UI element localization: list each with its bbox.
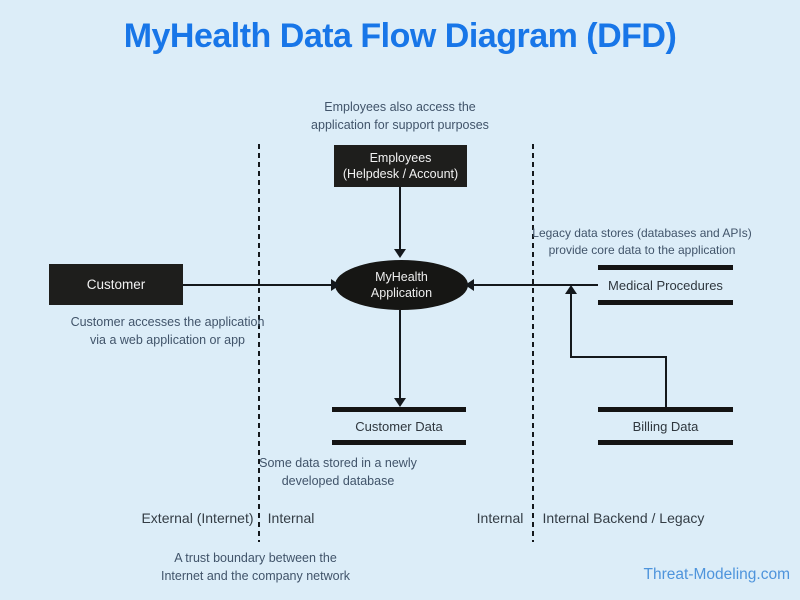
- edge-billing-vertical-line: [570, 293, 572, 358]
- edge-medical-to-app-arrowhead: [465, 279, 474, 291]
- edge-customer-to-app-arrowhead: [331, 279, 340, 291]
- brand-watermark: Threat-Modeling.com: [643, 566, 790, 583]
- edge-billing-stem-line: [665, 356, 667, 407]
- billing-data-datastore: Billing Data: [598, 407, 733, 445]
- edge-billing-arrowhead: [565, 285, 577, 294]
- legacy-annotation: Legacy data stores (databases and APIs) …: [532, 226, 752, 258]
- medical-procedures-datastore: Medical Procedures: [598, 265, 733, 305]
- edge-customer-to-app-line: [183, 284, 332, 286]
- employees-entity: Employees (Helpdesk / Account): [334, 145, 467, 187]
- myhealth-application-process: MyHealth Application: [335, 260, 468, 310]
- page-title: MyHealth Data Flow Diagram (DFD): [123, 17, 677, 55]
- storage-annotation: Some data stored in a newly developed da…: [259, 456, 417, 488]
- edge-employees-to-app-line: [399, 187, 401, 250]
- edge-app-to-customerdata-line: [399, 310, 401, 399]
- trust-boundary-line-left: [258, 144, 260, 542]
- edge-medical-to-app-line: [474, 284, 598, 286]
- customer-annotation: Customer accesses the application via a …: [70, 315, 265, 347]
- trust-boundary-line-right: [532, 144, 534, 542]
- employees-annotation: Employees also access the application fo…: [311, 100, 489, 132]
- trust-boundary-annotation: A trust boundary between the Internet an…: [160, 551, 350, 583]
- customer-entity: Customer: [49, 264, 183, 305]
- edge-app-to-customerdata-arrowhead: [394, 398, 406, 407]
- zone-label-backend: Internal Backend / Legacy: [542, 510, 705, 526]
- zone-label-external: External (Internet): [141, 510, 254, 526]
- edge-billing-horizontal-line: [570, 356, 667, 358]
- zone-label-internal-left: Internal: [267, 510, 315, 526]
- edge-employees-to-app-arrowhead: [394, 249, 406, 258]
- customer-data-datastore: Customer Data: [332, 407, 466, 445]
- zone-label-internal-right: Internal: [476, 510, 524, 526]
